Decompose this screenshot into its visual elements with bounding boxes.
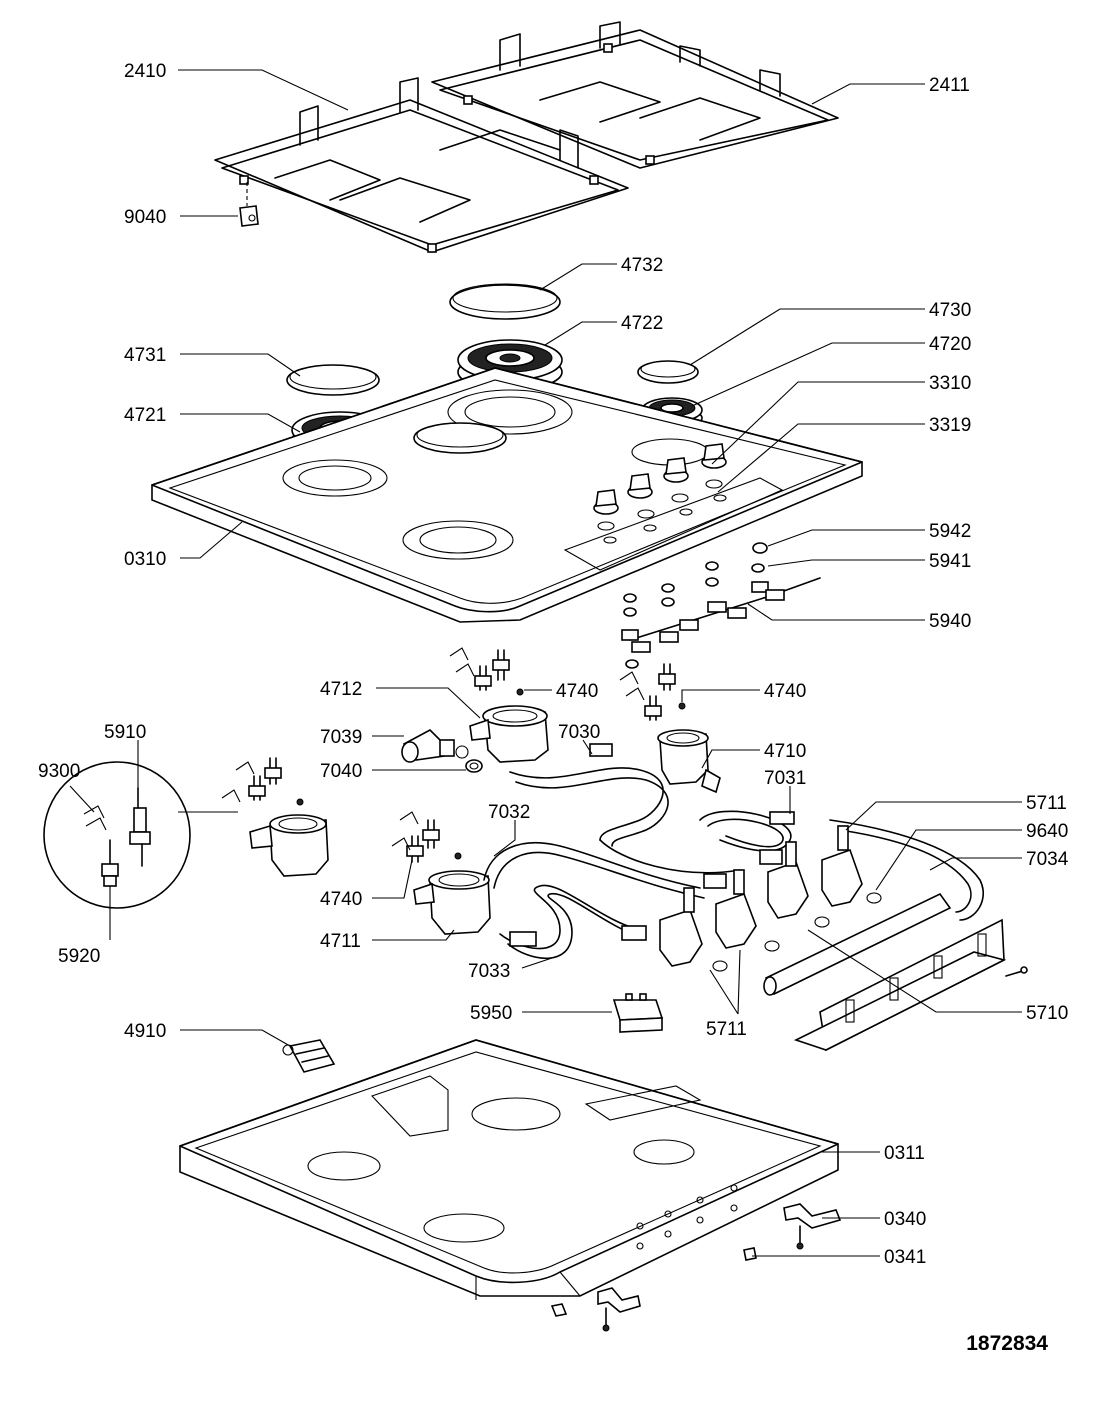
label-0310: 0310 — [124, 549, 166, 570]
gas-pipes — [483, 743, 985, 960]
gas-taps-5711 — [659, 825, 882, 972]
label-0311: 0311 — [884, 1143, 925, 1164]
label-9640: 9640 — [1026, 821, 1068, 842]
ignition-harness-5940 — [621, 542, 821, 669]
label-3310: 3310 — [929, 373, 971, 394]
label-4711: 4711 — [320, 931, 361, 952]
label-7039: 7039 — [320, 727, 362, 748]
leader-lines — [69, 69, 1022, 1257]
label-4710: 4710 — [764, 741, 806, 762]
burner-cap-4732 — [449, 283, 561, 320]
label-9300: 9300 — [38, 761, 80, 782]
label-4740-b: 4740 — [764, 681, 806, 702]
label-4730: 4730 — [929, 300, 971, 321]
label-4732: 4732 — [621, 255, 663, 276]
label-7033: 7033 — [468, 961, 510, 982]
label-3319: 3319 — [929, 415, 971, 436]
control-knobs-3310 — [593, 443, 727, 544]
elbow-7039 — [401, 729, 469, 763]
detail-circle — [43, 761, 238, 909]
label-4712: 4712 — [320, 679, 362, 700]
burner-body-4710 — [657, 702, 721, 794]
tube-7034 — [763, 892, 952, 996]
clips-0340-0341 — [550, 1203, 842, 1332]
label-5910: 5910 — [104, 722, 146, 743]
drawing-number: 1872834 — [966, 1332, 1048, 1355]
label-4740-c: 4740 — [320, 889, 362, 910]
label-5940: 5940 — [929, 611, 971, 632]
base-tray-0311 — [179, 1039, 839, 1300]
ignition-unit-5950 — [612, 993, 664, 1033]
label-7034: 7034 — [1026, 849, 1069, 870]
part-labels: 2410 2411 9040 4732 4722 4731 4730 4720 … — [38, 61, 1069, 1268]
label-2411: 2411 — [929, 75, 970, 96]
label-7031: 7031 — [764, 768, 806, 789]
label-5711-a: 5711 — [1026, 793, 1067, 814]
label-0340: 0340 — [884, 1209, 926, 1230]
seal-7040 — [465, 759, 483, 773]
label-4910: 4910 — [124, 1021, 166, 1042]
label-5711-b: 5711 — [706, 1019, 747, 1040]
label-5710: 5710 — [1026, 1003, 1068, 1024]
label-4722: 4722 — [621, 313, 663, 334]
label-4721: 4721 — [124, 405, 166, 426]
label-0341: 0341 — [884, 1247, 926, 1268]
spark-electrodes — [221, 647, 676, 863]
label-5942: 5942 — [929, 521, 971, 542]
connector-4910 — [282, 1039, 336, 1073]
burner-body-4711 — [413, 852, 491, 935]
label-5950: 5950 — [470, 1003, 512, 1024]
label-4720: 4720 — [929, 334, 971, 355]
hob-top-0310 — [151, 367, 863, 623]
label-2410: 2410 — [124, 61, 166, 82]
label-7032: 7032 — [488, 802, 530, 823]
label-7040: 7040 — [320, 761, 362, 782]
burner-body-left — [249, 798, 329, 877]
pan-support-right — [431, 21, 839, 169]
burner-cap-4731 — [286, 364, 380, 396]
label-7030: 7030 — [558, 722, 600, 743]
bracket-strip-5710 — [793, 918, 1028, 1052]
burner-cap-4730 — [637, 360, 699, 384]
label-5941: 5941 — [929, 551, 971, 572]
label-9040: 9040 — [124, 207, 166, 228]
rubber-foot-9040 — [239, 182, 259, 227]
burner-body-4712 — [469, 688, 549, 763]
label-4740-a: 4740 — [556, 681, 598, 702]
label-4731: 4731 — [124, 345, 166, 366]
pan-support-left — [214, 77, 629, 253]
label-5920: 5920 — [58, 946, 100, 967]
